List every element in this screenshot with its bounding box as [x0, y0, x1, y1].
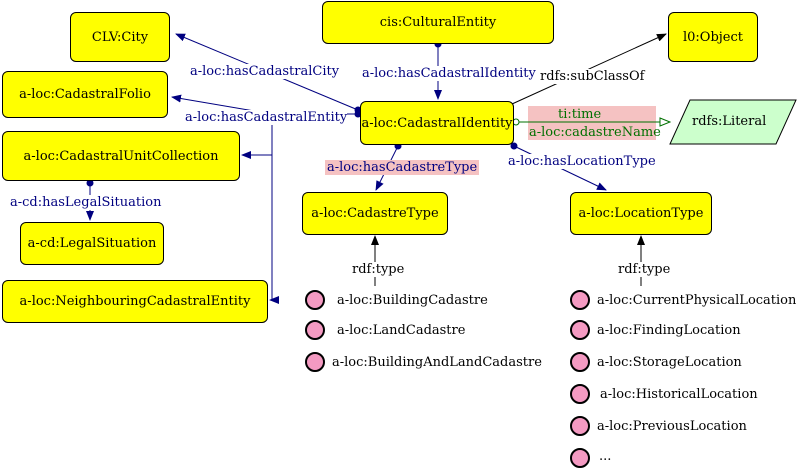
individual-ellipsis: ... [599, 449, 612, 464]
label-has-cadastral-city: a-loc:hasCadastralCity [190, 64, 340, 79]
node-cultural-entity[interactable]: cis:CulturalEntity [322, 1, 554, 44]
label-has-location-type: a-loc:hasLocationType [508, 154, 656, 169]
node-clv-city[interactable]: CLV:City [70, 12, 170, 62]
label-rdf-type-location: rdf:type [618, 262, 671, 277]
label-subclass-of: rdfs:subClassOf [540, 69, 645, 84]
label-has-legal-situation: a-cd:hasLegalSituation [10, 195, 162, 210]
node-literal[interactable]: rdfs:Literal [692, 114, 767, 129]
label-has-cadastral-entity: a-loc:hasCadastralEntity [185, 110, 348, 125]
individual-current-physical-location[interactable]: a-loc:CurrentPhysicalLocation [597, 293, 797, 308]
literal-shape [669, 99, 797, 145]
individual-storage-location[interactable]: a-loc:StorageLocation [597, 355, 742, 370]
node-cadastral-unit-collection[interactable]: a-loc:CadastralUnitCollection [2, 131, 240, 181]
node-neighbouring-entity[interactable]: a-loc:NeighbouringCadastralEntity [2, 280, 268, 323]
individual-building-and-land-cadastre[interactable]: a-loc:BuildingAndLandCadastre [332, 355, 542, 370]
label-has-cadastral-identity: a-loc:hasCadastralIdentity [362, 66, 536, 81]
individual-land-cadastre[interactable]: a-loc:LandCadastre [337, 323, 466, 338]
node-object[interactable]: l0:Object [668, 12, 758, 62]
label-cadastre-name: a-loc:cadastreName [529, 125, 661, 140]
location-individual-markers [570, 290, 590, 468]
node-cadastral-identity[interactable]: a-loc:CadastralIdentity [360, 101, 514, 145]
individual-previous-location[interactable]: a-loc:PreviousLocation [597, 419, 747, 434]
label-rdf-type-cadastre: rdf:type [352, 262, 405, 277]
node-legal-situation[interactable]: a-cd:LegalSituation [20, 222, 164, 265]
node-cadastral-folio[interactable]: a-loc:CadastralFolio [2, 71, 168, 118]
label-ti-time: ti:time [558, 107, 602, 122]
node-location-type[interactable]: a-loc:LocationType [570, 192, 712, 235]
individual-historical-location[interactable]: a-loc:HistoricalLocation [600, 387, 758, 402]
cadastre-individual-markers [305, 290, 325, 372]
edge-data-properties [512, 106, 670, 140]
node-cadastre-type[interactable]: a-loc:CadastreType [302, 192, 448, 235]
individual-building-cadastre[interactable]: a-loc:BuildingCadastre [337, 293, 488, 308]
label-has-cadastre-type: a-loc:hasCadastreType [325, 160, 480, 175]
individual-finding-location[interactable]: a-loc:FindingLocation [597, 323, 741, 338]
